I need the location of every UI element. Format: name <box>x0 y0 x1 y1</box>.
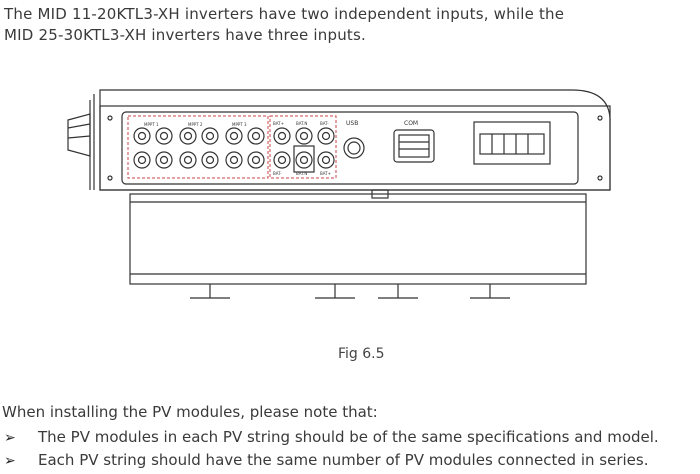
pv-connector <box>155 151 173 169</box>
pv-connector <box>133 151 151 169</box>
com-connector <box>393 129 435 163</box>
mppt2-label: MPPT 2 <box>188 122 203 127</box>
pv-connector <box>155 127 173 145</box>
bat-plus-label-bottom: BAT+ <box>320 171 331 176</box>
battery-connector <box>273 127 291 145</box>
battery-connector <box>295 127 313 145</box>
bat-minus-label-bottom: BAT- <box>273 171 282 176</box>
list-item: ➢ The PV modules in each PV string should… <box>4 426 659 449</box>
list-item-text: Each PV string should have the same numb… <box>38 451 649 469</box>
list-item-text: The PV modules in each PV string should … <box>38 428 659 446</box>
battery-connector <box>273 151 291 169</box>
mppt1-label: MPPT 1 <box>144 122 159 127</box>
notes-list: ➢ The PV modules in each PV string should… <box>4 426 659 472</box>
figure-caption: Fig 6.5 <box>338 346 385 362</box>
pv-connector <box>225 151 243 169</box>
notes-intro: When installing the PV modules, please n… <box>2 403 378 421</box>
bat-n-label-bottom: BAT.N <box>296 171 307 176</box>
bat-minus-label-top: BAT- <box>320 121 329 126</box>
mppt3-label: MPPT 3 <box>232 122 247 127</box>
list-item: ➢ Each PV string should have the same num… <box>4 449 659 472</box>
inverter-diagram: MPPT 1 MPPT 2 MPPT 3 BAT+ BAT.N BAT- BAT… <box>67 89 611 299</box>
pv-connector <box>247 127 265 145</box>
pv-connector <box>247 151 265 169</box>
intro-line-2: MID 25-30KTL3-XH inverters have three in… <box>4 26 366 44</box>
com-label: COM <box>404 120 418 127</box>
pv-connector <box>179 151 197 169</box>
bat-plus-label-top: BAT+ <box>273 121 284 126</box>
battery-connector <box>317 127 335 145</box>
usb-port <box>343 137 365 159</box>
bat-n-label-top: BAT.N <box>296 121 307 126</box>
pv-connector <box>225 127 243 145</box>
intro-paragraph: The MID 11-20KTL3-XH inverters have two … <box>4 4 564 46</box>
pv-connector <box>133 127 151 145</box>
battery-connector <box>317 151 335 169</box>
arrow-bullet-icon: ➢ <box>4 453 16 469</box>
pv-connector <box>201 151 219 169</box>
usb-label: USB <box>346 120 358 127</box>
battery-connector <box>295 151 313 169</box>
intro-line-1: The MID 11-20KTL3-XH inverters have two … <box>4 5 565 23</box>
arrow-bullet-icon: ➢ <box>4 430 16 446</box>
pv-connector <box>201 127 219 145</box>
pv-connector <box>179 127 197 145</box>
ac-terminal-block <box>473 121 551 165</box>
